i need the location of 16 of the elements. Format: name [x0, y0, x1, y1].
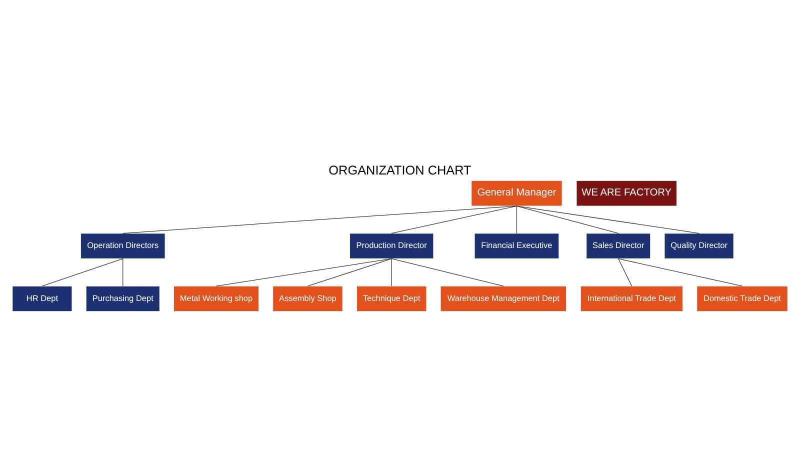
connector — [618, 258, 743, 286]
node-box: General Manager — [470, 180, 562, 206]
label: WE ARE FACTORY — [582, 188, 672, 199]
connector — [391, 206, 518, 234]
diagram-title: ORGANIZATION CHART — [328, 163, 472, 178]
connector — [216, 258, 392, 286]
connector — [516, 206, 518, 234]
connector — [122, 206, 518, 234]
connector — [516, 206, 619, 234]
connector — [42, 258, 124, 286]
connector — [391, 258, 504, 286]
connector — [122, 258, 124, 286]
connector — [391, 258, 392, 286]
connector — [516, 206, 700, 234]
connector — [618, 258, 632, 286]
connector — [307, 258, 392, 286]
